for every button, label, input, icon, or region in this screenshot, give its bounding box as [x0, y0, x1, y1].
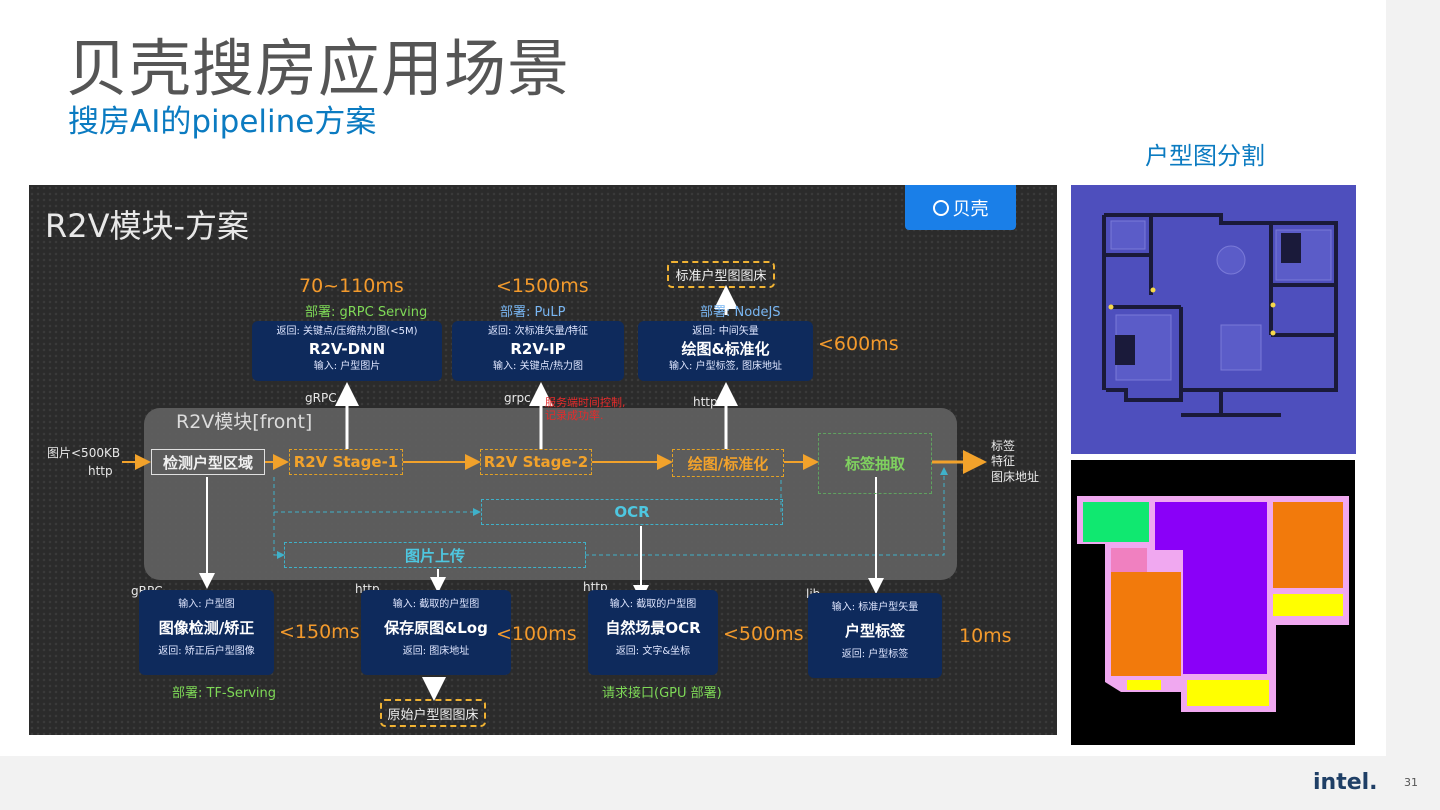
ocr-deploy: 请求接口(GPU 部署): [602, 686, 722, 701]
timing-note: 服务端时间控制, 记录成功率.: [545, 396, 626, 422]
input-label: 图片<500KB: [47, 446, 121, 460]
segmentation-title: 户型图分割: [1145, 142, 1265, 170]
note-line-2: 记录成功率.: [545, 409, 604, 422]
save-input: 输入: 截取的户型图: [392, 599, 480, 610]
save-original-service: 输入: 截取的户型图 保存原图&Log 返回: 图床地址: [361, 590, 511, 675]
house-icon: [932, 199, 949, 216]
output-image-url: 图床地址: [991, 470, 1040, 484]
footer-bar: [0, 756, 1386, 810]
save-name: 保存原图&Log: [384, 619, 488, 637]
beike-logo: 贝壳: [905, 185, 1016, 230]
r2v-dnn-service: 返回: 关键点/压缩热力图(<5M) R2V-DNN 输入: 户型图片: [252, 321, 442, 381]
r2v-diagram: R2V模块-方案 贝壳 R2V模块[front]: [29, 185, 1057, 735]
right-sidebar: [1386, 0, 1440, 810]
draw-proto: http: [693, 395, 718, 409]
draw-input: 输入: 户型标签, 图床地址: [669, 361, 782, 372]
dnn-input: 输入: 户型图片: [313, 361, 381, 372]
save-timing: <100ms: [496, 623, 577, 645]
detect-name: 图像检测/矫正: [158, 619, 255, 637]
original-image-store: 原始户型图图床: [380, 699, 486, 727]
tag-extract-box: 标签抽取: [818, 433, 932, 494]
draw-standardize-service: 返回: 中间矢量 绘图&标准化 输入: 户型标签, 图床地址: [638, 321, 813, 381]
scene-ocr-service: 输入: 截取的户型图 自然场景OCR 返回: 文字&坐标: [588, 590, 718, 675]
room-tag-service: 输入: 标准户型矢量 户型标签 返回: 户型标签: [808, 593, 942, 678]
image-upload-box: 图片上传: [284, 542, 586, 568]
detect-timing: <150ms: [279, 621, 360, 643]
ip-return: 返回: 次标准矢量/特征: [488, 326, 588, 337]
note-line-1: 服务端时间控制,: [545, 396, 626, 409]
dnn-timing: 70~110ms: [299, 275, 404, 297]
r2v-stage2-box: R2V Stage-2: [480, 449, 592, 475]
detect-input: 输入: 户型图: [178, 599, 235, 610]
draw-name: 绘图&标准化: [681, 340, 770, 358]
detect-deploy: 部署: TF-Serving: [172, 686, 277, 701]
page-number: 31: [1404, 776, 1418, 789]
detect-return: 返回: 矫正后户型图像: [158, 646, 255, 657]
dnn-proto: gRPC: [305, 391, 337, 405]
intel-logo: intel.: [1313, 770, 1378, 795]
dnn-name: R2V-DNN: [308, 340, 386, 358]
tag-name: 户型标签: [844, 622, 905, 640]
floorplan-image: [1071, 185, 1356, 454]
tag-input: 输入: 标准户型矢量: [831, 602, 919, 613]
draw-timing: <600ms: [818, 333, 899, 355]
r2v-stage1-box: R2V Stage-1: [289, 449, 403, 475]
front-module-label: R2V模块[front]: [176, 411, 313, 433]
input-proto: http: [88, 464, 113, 478]
tag-return: 返回: 户型标签: [841, 649, 909, 660]
save-return: 返回: 图床地址: [402, 646, 470, 657]
logo-text: 贝壳: [952, 198, 989, 220]
std-image-store: 标准户型图图床: [667, 261, 775, 288]
draw-standardize-box: 绘图/标准化: [672, 449, 784, 477]
ip-proto: grpc: [504, 391, 531, 405]
ip-input: 输入: 关键点/热力图: [493, 361, 583, 372]
output-features: 特征: [991, 454, 1016, 468]
output-tags: 标签: [991, 439, 1016, 453]
ocr-input: 输入: 截取的户型图: [609, 599, 697, 610]
page-title: 贝壳搜房应用场景: [66, 32, 571, 105]
ip-name: R2V-IP: [510, 340, 566, 358]
dnn-return: 返回: 关键点/压缩热力图(<5M): [276, 326, 418, 337]
ip-timing: <1500ms: [496, 275, 589, 297]
connector-lines: [122, 285, 987, 701]
tag-timing: 10ms: [959, 625, 1012, 647]
r2v-ip-service: 返回: 次标准矢量/特征 R2V-IP 输入: 关键点/热力图: [452, 321, 624, 381]
image-detect-service: 输入: 户型图 图像检测/矫正 返回: 矫正后户型图像: [139, 590, 274, 675]
segmentation-drawing: [1071, 460, 1355, 745]
ip-deploy: 部署: PuLP: [500, 305, 566, 320]
floorplan-drawing: [1071, 185, 1356, 454]
draw-return: 返回: 中间矢量: [692, 326, 759, 337]
draw-deploy: 部署: NodeJS: [700, 305, 781, 320]
diagram-heading: R2V模块-方案: [45, 207, 250, 245]
ocr-timing: <500ms: [723, 623, 804, 645]
dnn-deploy: 部署: gRPC Serving: [305, 305, 428, 320]
ocr-name: 自然场景OCR: [605, 619, 701, 637]
ocr-box: OCR: [481, 499, 783, 525]
page-subtitle: 搜房AI的pipeline方案: [68, 104, 377, 140]
segmentation-mask: [1071, 460, 1355, 745]
detect-region-box: 检测户型区域: [151, 449, 265, 475]
ocr-return: 返回: 文字&坐标: [615, 646, 691, 657]
